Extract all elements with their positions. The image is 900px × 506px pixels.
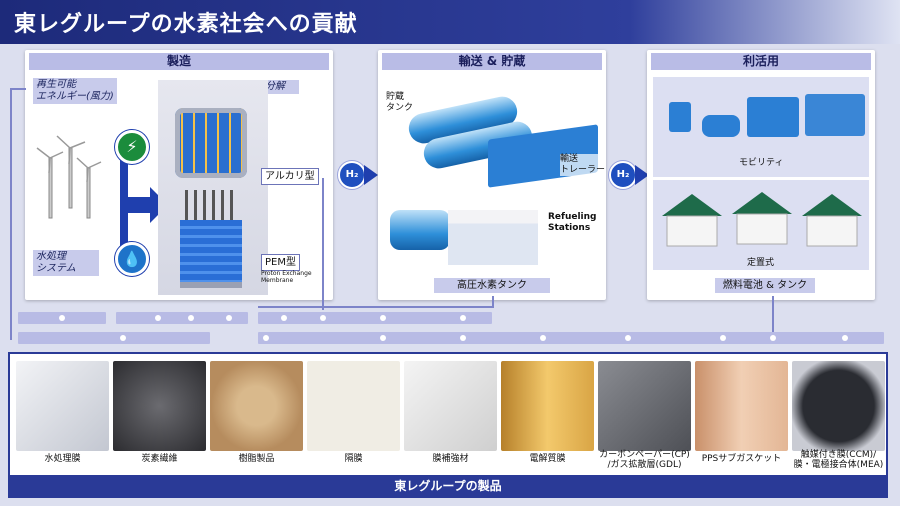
product-label: 隔膜 [344, 454, 363, 464]
transport-panel: 輸送 & 貯蔵 貯蔵 タンク 輸送 トレーラー Refueling Statio… [378, 50, 606, 300]
product-label: 炭素繊維 [141, 454, 178, 464]
product-label: 膜補強材 [432, 454, 469, 464]
wind-turbines-illustration [36, 135, 102, 219]
fc-tank-label: 燃料電池 & タンク [715, 278, 815, 293]
alkaline-electrolyzer-graphic [175, 108, 247, 178]
stationary-label: 定置式 [747, 258, 775, 268]
refueling-label: Refueling Stations [548, 212, 597, 233]
connection-bar [18, 332, 210, 344]
station-tank-graphic [390, 210, 450, 250]
use-panel: 利活用 モビリティ 定置式 燃料電池 & タンク [647, 50, 875, 300]
connection-node [380, 335, 386, 341]
bus-graphic [747, 97, 799, 137]
production-panel: 製造 再生可能 エネルギー(風力) 水の電気分解 水処理 システム ⚡ 💧 アル… [25, 50, 333, 300]
connection-bar [258, 332, 884, 344]
connection-node [770, 335, 776, 341]
product-image [16, 361, 109, 451]
pem-connector [258, 306, 494, 308]
product-label: 触媒付き膜(CCM)/ 膜・電極接合体(MEA) [793, 450, 884, 470]
connection-node [226, 315, 232, 321]
product-label: PPSサブガスケット [701, 454, 782, 464]
arrow-right-icon [635, 165, 649, 185]
production-title: 製造 [29, 53, 329, 70]
alkaline-connector [322, 178, 324, 310]
product-label: カーボンペーパー(CP) /ガス拡散層(GDL) [599, 450, 690, 470]
connection-node [188, 315, 194, 321]
products-footer: 東レグループの製品 [8, 475, 888, 497]
connection-node [155, 315, 161, 321]
product-image [501, 361, 594, 451]
connection-node [720, 335, 726, 341]
fc-connector [772, 296, 774, 332]
connection-node [460, 315, 466, 321]
left-connector-vertical [10, 88, 12, 340]
hp-tank-connector [492, 296, 494, 306]
h2-symbol: H₂ [616, 169, 630, 180]
header-bar: 東レグループの水素社会への貢献 [0, 0, 900, 44]
forklift-graphic [669, 102, 691, 132]
h2-connector-1: H₂ [338, 161, 366, 189]
use-title: 利活用 [651, 53, 871, 70]
pem-electrolyzer-graphic [180, 220, 242, 282]
mobility-label: モビリティ [739, 158, 784, 168]
product-image [307, 361, 400, 451]
product-image [210, 361, 303, 451]
product-label: 樹脂製品 [238, 454, 275, 464]
transport-title: 輸送 & 貯蔵 [382, 53, 602, 70]
connection-node [625, 335, 631, 341]
refueling-station-graphic [448, 210, 538, 265]
car-graphic [702, 115, 740, 137]
pem-label: PEM型 [261, 254, 300, 271]
arrow-right-icon [364, 165, 378, 185]
h2-symbol: H₂ [345, 169, 359, 180]
connection-node [540, 335, 546, 341]
left-connector-horizontal [10, 88, 26, 90]
water-drop-icon: 💧 [115, 242, 149, 276]
product-image [792, 361, 885, 451]
connection-node [120, 335, 126, 341]
water-treatment-label: 水処理 システム [33, 250, 99, 276]
connection-bar [116, 312, 248, 324]
alkaline-label: アルカリ型 [261, 168, 319, 185]
connection-node [320, 315, 326, 321]
product-image [113, 361, 206, 451]
lightning-icon: ⚡ [115, 130, 149, 164]
connection-node [281, 315, 287, 321]
connection-node [59, 315, 65, 321]
trailer-label: 輸送 トレーラー [560, 154, 606, 176]
product-image [598, 361, 691, 451]
h2-connector-2: H₂ [609, 161, 637, 189]
pem-subtitle: Proton Exchange Membrane [261, 270, 312, 284]
connection-node [263, 335, 269, 341]
hp-tank-label: 高圧水素タンク [434, 278, 550, 293]
product-label: 電解質膜 [529, 454, 566, 464]
storage-tank-label: 貯蔵 タンク [386, 92, 414, 113]
product-image [695, 361, 788, 451]
renewable-flow-line [120, 140, 128, 260]
pem-rods [185, 190, 237, 220]
renewable-label: 再生可能 エネルギー(風力) [33, 78, 117, 104]
truck-graphic [805, 94, 865, 136]
page-title: 東レグループの水素社会への貢献 [14, 12, 358, 37]
connection-node [842, 335, 848, 341]
connection-node [380, 315, 386, 321]
product-label: 水処理膜 [44, 454, 81, 464]
stationary-houses-illustration [662, 192, 862, 247]
connection-bar [258, 312, 492, 324]
product-image [404, 361, 497, 451]
connection-node [460, 335, 466, 341]
